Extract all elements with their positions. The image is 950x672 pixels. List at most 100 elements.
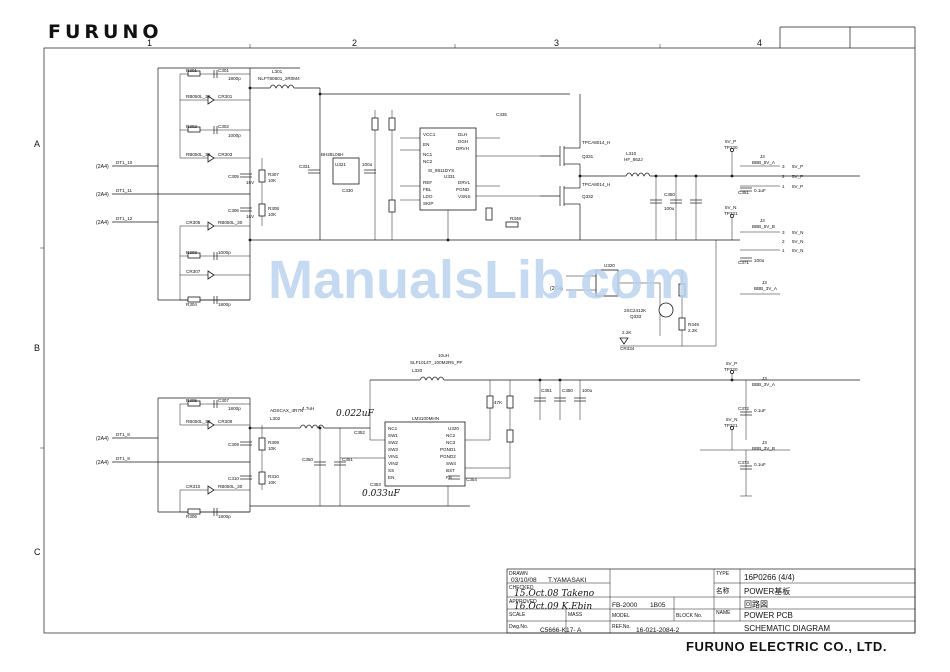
label-c352: C352 [354,430,365,435]
output-3-net: BBB_3V_A [754,286,778,291]
label-c308-value: 1800p [218,514,231,519]
output-2-connector: J3 [760,218,765,223]
input-ref-4: (2A4) [96,436,109,442]
ref-no: 16-021-2084-2 [636,627,680,634]
label-c330: C330 [342,188,353,193]
label-c350-lower: C350 [302,457,313,462]
drawing-frame [40,26,916,634]
input-ref-2: (2A4) [96,192,109,198]
u320-pin-en: EN [388,475,394,480]
label-c356: C350 [562,388,573,393]
watermark: ManualsLib.com [268,250,691,310]
label-q333-part: 2SC2412K [624,308,647,313]
u331-pin-dgh: DGH [458,139,468,144]
label-rb-305: RB050L_30 [218,220,243,225]
output-5-testpoint: 5V_N [726,417,738,422]
zone-row-b: B [34,343,40,353]
ldo-regulator: BH28L05H U321 C331 C330 100u [299,152,376,193]
drawn-date: 03/10/08 [511,577,537,584]
corporation-name: FURUNO ELECTRIC CO., LTD. [686,639,887,654]
label-c307-value: 1800p [228,406,241,411]
u331-pin-en: EN [423,142,429,147]
output-2-pin-1: 1 [782,248,785,253]
label-c370-value: 0.1uF [754,188,766,193]
label-l302-value: 4.7uH [302,406,314,411]
label-u331: SI_9811DYS [428,168,454,173]
dwg-no-label: Dwg.No. [509,624,528,630]
output-5-net: BBB_3V_B [752,446,775,451]
ic-u331: SI_9811DYS U331 VCC1 EN NC1 NC2 REF FBL … [371,110,540,240]
ic-u320: LM3100MHN U320 NC1 SW1 SW2 SW3 VIN1 VIN2… [340,380,514,506]
u320-pin-ss: SS [388,468,394,473]
output-1-name-b: 5V_P [792,174,803,179]
junction-dots [248,86,734,430]
block-no-label: BLOCK No. [676,613,702,619]
label-r348: R348 [510,216,521,221]
output-2-pin-2: 2 [782,239,785,244]
label-q331-part: TPCA8014_H [582,140,610,145]
label-l302-part: ADSCAX_4R7N [270,408,303,413]
label-rb-310: RB050L_30 [218,484,243,489]
label-r303: R303 [186,250,197,255]
diagram-value: SCHEMATIC DIAGRAM [744,624,830,633]
label-c301-value: 1800p [228,76,241,81]
annotation-cap-value-2: 0.033uF [362,489,401,499]
label-cr309: CR309 [218,419,233,424]
type-label: TYPE [716,571,730,577]
label-r305: R305 [186,398,197,403]
output-1-name-c: 5V_P [792,184,803,189]
zone-row-c: C [34,547,41,557]
zone-column-3: 3 [554,38,559,48]
u331-pin-vsns: VSNS [458,194,471,199]
label-c350-value: 100u [664,206,675,211]
u331-pin-skip: SKIP [423,201,433,206]
label-u321: U321 [335,162,346,167]
u331-pin-drvl: DRVL [458,180,471,185]
label-r308-value: 10K [268,212,277,217]
type-value: 16P0266 (4/4) [744,573,795,582]
u320-pin-bst: BST [446,468,455,473]
label-c354: C354 [466,477,477,482]
label-u320-sense: U320 [604,263,615,268]
u320-pin-nc3: NC3 [446,440,456,445]
label-c372-value: 0.1uF [754,408,766,413]
u320-pin-pgnd1: PGND1 [440,447,456,452]
input-net-3: DT1_12 [116,216,133,221]
output-4-testpoint-no: TP320 [724,367,738,372]
approved-signature: 16.Oct.09 K.Ebin [514,602,592,612]
inductor-l310: L310 HF_862J C350 100u [580,151,860,240]
label-cr334-value: 2.2K [622,330,632,335]
label-c351-lower: C351 [342,457,353,462]
mosfet-q331: TPCA8014_H Q331 [540,94,610,166]
drawn-label: DRAWN [509,571,528,577]
u320-pin-sw2: SW2 [388,440,398,445]
zone-column-4: 4 [757,38,762,48]
output-4-testpoint: 5V_P [726,361,737,366]
input-ref-5: (2A4) [96,460,109,466]
u331-pin-nc2: NC2 [423,159,433,164]
label-cr305: CR305 [186,220,201,225]
output-5-connector: J3 [762,440,767,445]
label-c358: 100u [582,388,593,393]
drawn-by: T.YAMASAKI [548,577,587,584]
output-2-name-a: 5V_N [792,230,804,235]
label-c302: C302 [218,124,229,129]
label-l302: L302 [270,416,281,421]
label-c305: C305 [228,174,239,179]
label-u331-ref: U331 [444,174,455,179]
label-q333: Q333 [630,314,642,319]
zone-column-2: 2 [352,38,357,48]
label-c310: C310 [228,476,239,481]
output-2-name-b: 5V_N [792,239,804,244]
label-r307-value: 10K [268,178,277,183]
label-u322-part: BH28L05H [321,152,343,157]
output-1-pin-2: 2 [782,174,785,179]
label-ldo-cap: 100u [362,162,373,167]
input-ref-3: (2A4) [96,220,109,226]
label-cr301: CR301 [218,94,233,99]
output-1-testpoint-no: TP330 [724,145,738,150]
label-r302: R302 [186,124,197,129]
label-u320: U320 [448,426,459,431]
u320-pin-nc2: NC2 [446,433,456,438]
label-rb-303: RB050L_30 [186,152,211,157]
